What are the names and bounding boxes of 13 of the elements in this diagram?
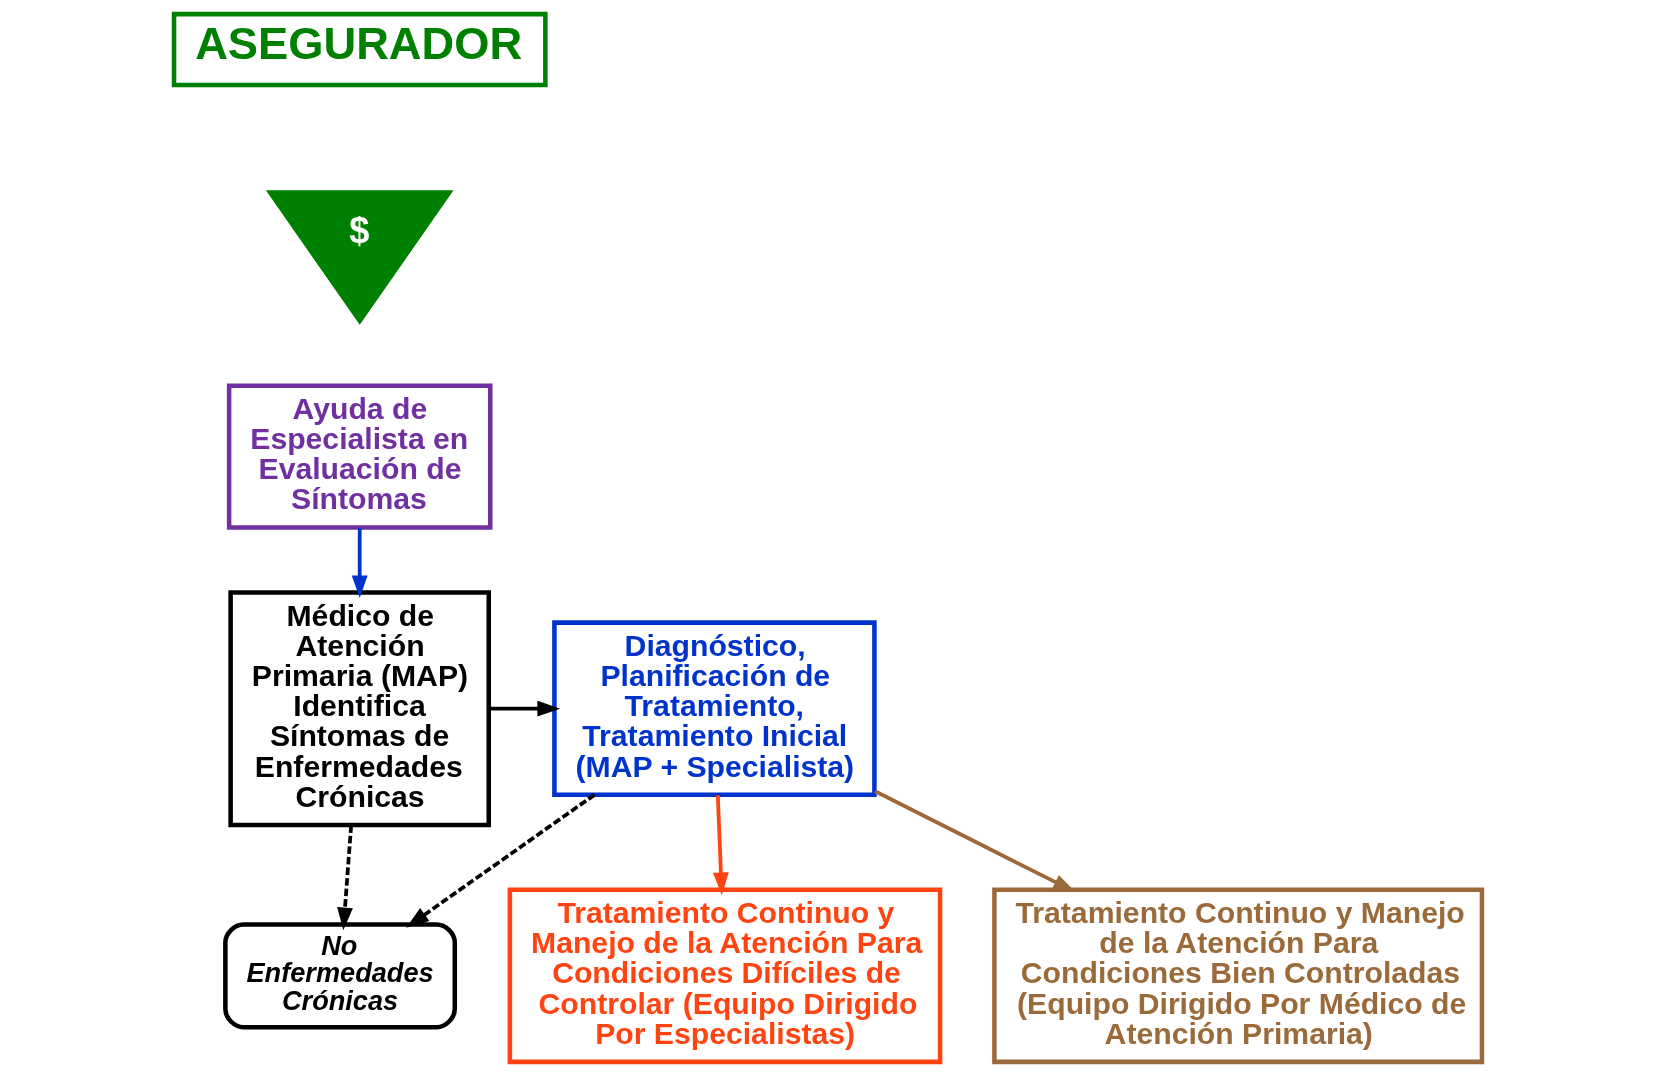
node-box: Médico de Atención Primaria (MAP) Identifica Síntomas de Enfermedades Crónicas [227, 590, 491, 828]
node-box: Diagnóstico, Planificación de Tratamiento, Tratamiento Inicial (MAP + Specialista) [551, 620, 877, 797]
node-box: ASEGURADOR [171, 11, 548, 88]
arrow [488, 700, 560, 717]
node-box: Tratamiento Continuo y Manejo de la Atención Para Condiciones Difíciles de Controlar (Equipo Dirigido Por Especialistas) [507, 887, 942, 1065]
arrow [336, 825, 353, 931]
arrow [405, 793, 595, 928]
arrow [712, 795, 729, 896]
arrow [351, 528, 368, 599]
arrow [873, 789, 1076, 893]
node-box: Ayuda de Especialista en Evaluación de Síntomas [226, 383, 493, 530]
node-box: Tratamiento Continuo y Manejo de la Atención Para Condiciones Bien Controladas (Equipo Dirigido Por Médico de Atención Primaria) [991, 887, 1484, 1065]
node-box: No Enfermedades Crónicas [222, 922, 457, 1030]
